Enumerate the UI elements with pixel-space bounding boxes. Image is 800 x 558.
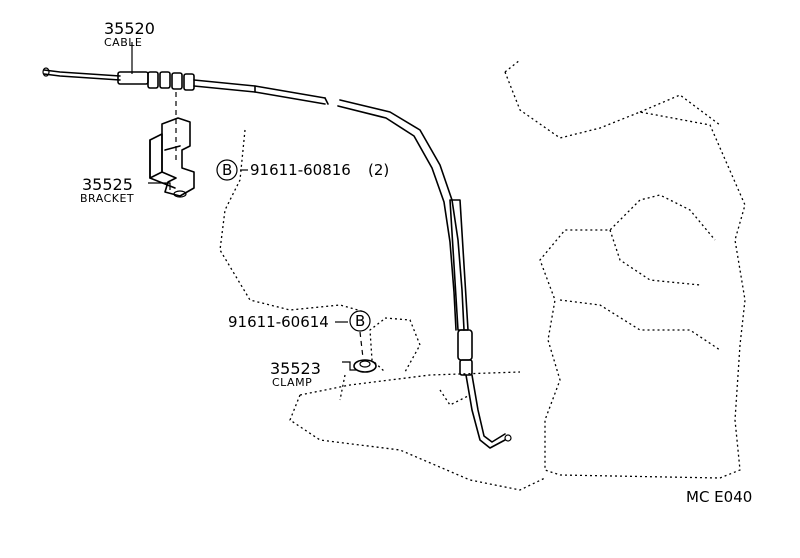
cable-part-name: CABLE <box>104 36 142 49</box>
bolt-marker-upper: B <box>222 161 232 179</box>
bracket-35525 <box>149 117 195 198</box>
leader-lines <box>131 42 364 371</box>
cable-part-number: 35520 <box>104 19 155 38</box>
bolt-lower-part-number: 91611-60614 <box>228 313 329 331</box>
diagram-code: MC E040 <box>686 488 752 506</box>
clamp-part-number: 35523 <box>270 359 321 378</box>
bracket-part-number: 35525 <box>82 175 133 194</box>
cable-35520 <box>42 67 512 449</box>
bolt-marker-upper-circle <box>216 159 238 181</box>
bracket-part-name: BRACKET <box>80 192 134 205</box>
bolt-marker-lower-circle <box>349 310 371 332</box>
bolt-upper-part-number: 91611-60816 <box>250 161 351 179</box>
clamp-35523 <box>353 359 377 373</box>
bolt-upper-qty: (2) <box>368 161 389 179</box>
transmission-housing-outline <box>219 59 746 491</box>
clamp-part-name: CLAMP <box>272 376 312 389</box>
bolt-marker-lower: B <box>355 312 365 330</box>
